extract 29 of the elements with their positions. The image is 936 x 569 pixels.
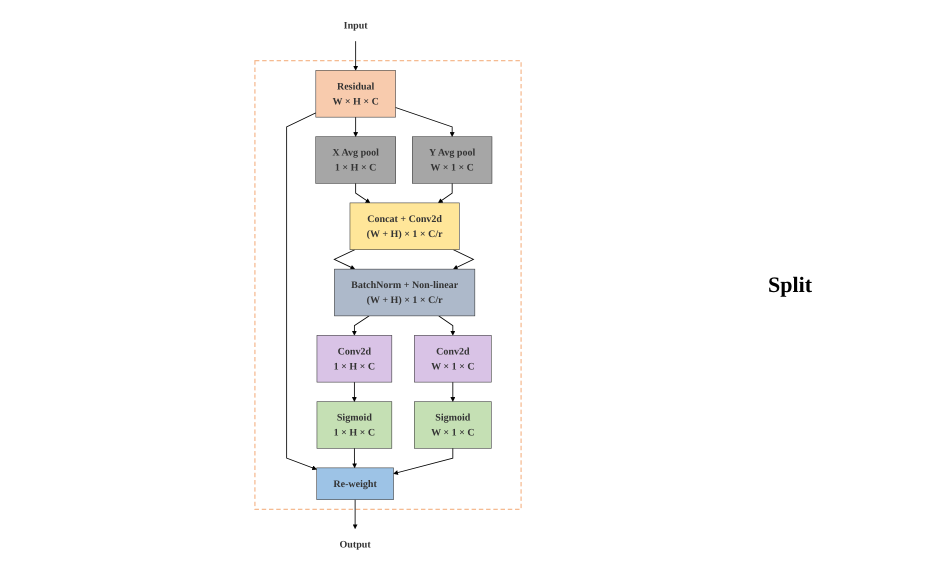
arrow [352,447,357,468]
arrow [438,182,453,203]
arrow [286,112,317,470]
node-box: Re-weight [316,467,394,500]
node-box: Concat + Conv2d (W + H) × 1 × C/r [350,202,460,250]
node-text: Output [340,538,371,550]
note-text: Split [768,272,814,298]
arrow [352,498,358,529]
arrow [438,314,456,336]
node-box: Conv2d 1 × H × C [316,334,392,382]
arrow [352,314,370,336]
node-box: X Avg pool 1 × H × C [315,136,396,184]
arrow [333,248,356,269]
arrow [353,116,358,136]
node-text: Input [344,18,368,30]
arrow [450,381,456,402]
cluster [254,60,522,510]
arrow [393,447,454,474]
node-box: Sigmoid 1 × H × C [316,400,392,448]
node-box: BatchNorm + Non-linear (W + H) × 1 × C/r [334,268,476,316]
arrow [353,40,358,70]
node-box: Y Avg pool W × 1 × C [412,136,492,184]
node-box: Sigmoid W × 1 × C [414,400,492,448]
node-box: Conv2d W × 1 × C [414,334,492,382]
arrow [355,182,370,203]
arrow [352,381,357,402]
arrow [395,106,455,136]
arrow [452,248,474,269]
node-box: Residual W × H × C [316,70,396,117]
